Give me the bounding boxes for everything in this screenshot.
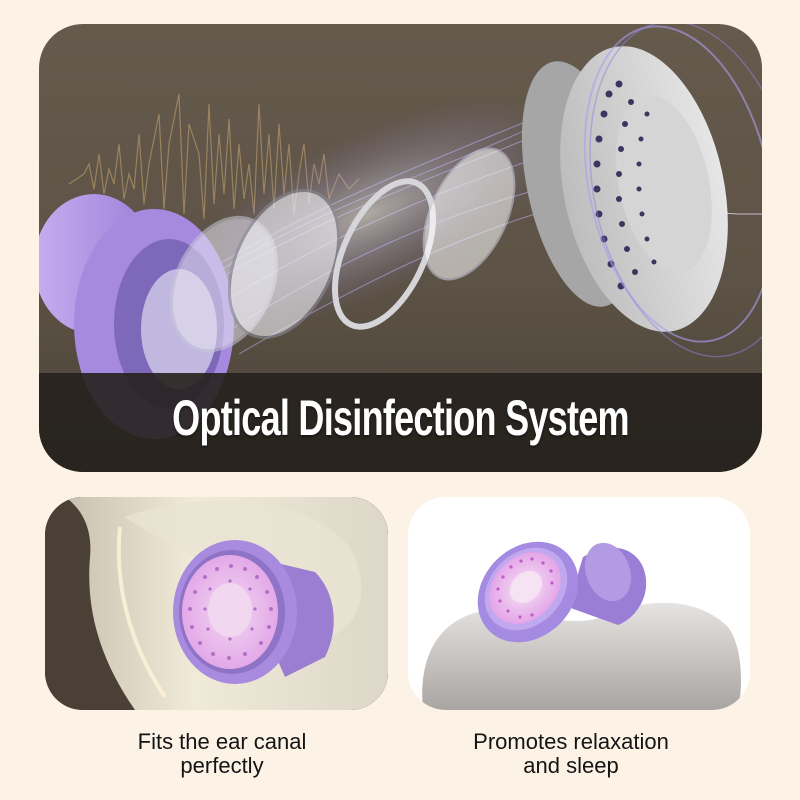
caption-line: Promotes relaxation: [473, 729, 669, 754]
sound-wave-graphic: [68, 93, 360, 220]
hero-banner: Optical Disinfection System: [39, 24, 762, 472]
caption-line: perfectly: [180, 753, 264, 778]
filter-ring-graphic: [332, 178, 436, 330]
caption-line: and sleep: [523, 753, 619, 778]
hero-illustration: [39, 24, 762, 439]
caption-band: [39, 373, 762, 472]
filter-disc-graphic: [422, 147, 516, 281]
grey-perforated-cap-graphic: [521, 24, 762, 358]
filter-disc-graphic: [227, 188, 341, 340]
feature-image-ear-fit: [45, 497, 388, 710]
earplug-in-ear-illustration: [45, 497, 388, 710]
feature-caption-relaxation: Promotes relaxation and sleep: [411, 730, 731, 778]
feature-caption-ear-fit: Fits the ear canal perfectly: [62, 730, 382, 778]
feature-image-relaxation: [408, 497, 750, 710]
earplug-on-towel-illustration: [408, 497, 750, 710]
caption-line: Fits the ear canal: [137, 729, 307, 754]
hero-title: Optical Disinfection System: [172, 390, 629, 446]
